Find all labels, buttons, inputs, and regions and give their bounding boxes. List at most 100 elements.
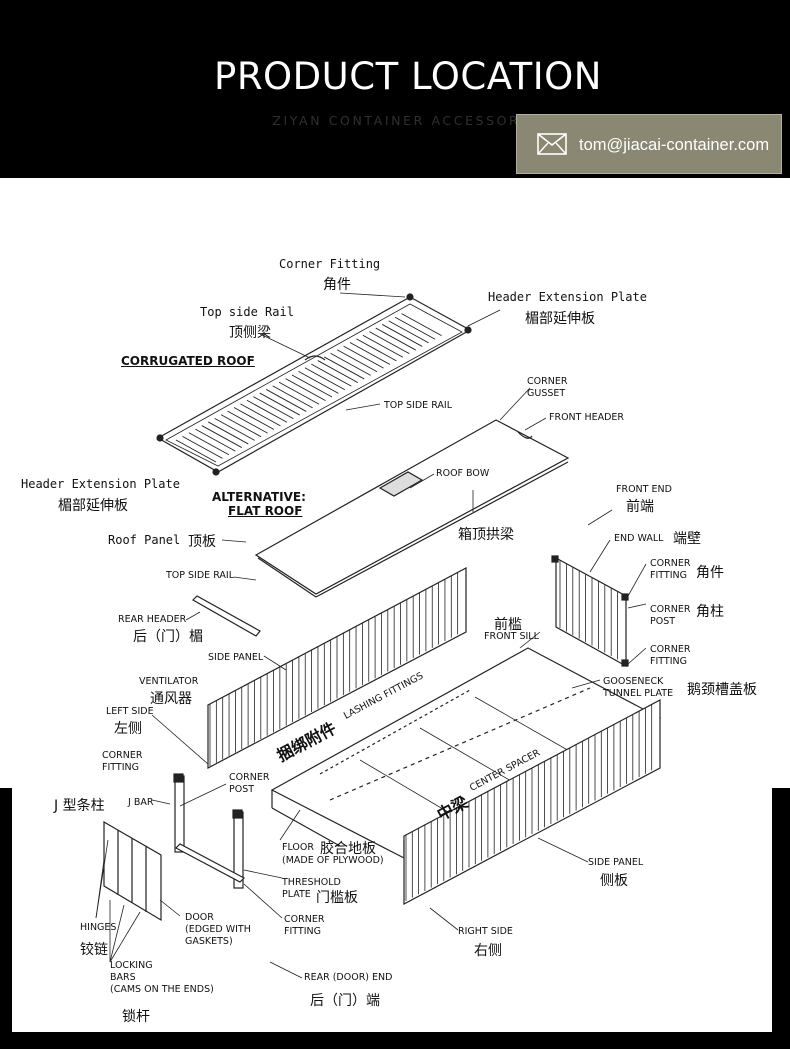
label-corner-fitting-top: Corner Fitting bbox=[279, 257, 381, 271]
drawing-stroke bbox=[401, 313, 442, 337]
label-header-extension-right: Header Extension Plate bbox=[488, 290, 647, 304]
label-rear-door-end-zh: 后（门）端 bbox=[310, 993, 380, 1009]
drawing-stroke bbox=[201, 425, 242, 448]
label-door: DOOR (EDGED WITH GASKETS) bbox=[185, 912, 251, 947]
email-address[interactable]: tom@jiacai-container.com bbox=[579, 136, 770, 154]
drawing-stroke bbox=[388, 320, 429, 344]
drawing-stroke bbox=[278, 381, 320, 405]
drawing-stroke bbox=[253, 396, 294, 420]
label-corner-gusset: CORNER GUSSET bbox=[527, 376, 568, 399]
drawing-stroke bbox=[233, 407, 275, 430]
rear-header-drawing bbox=[192, 595, 261, 637]
drawing-stroke bbox=[362, 334, 404, 358]
drawing-stroke bbox=[291, 374, 333, 398]
drawing-stroke bbox=[375, 327, 416, 351]
label-front-end: FRONT END bbox=[616, 484, 672, 495]
rear-frame-drawing bbox=[173, 773, 245, 889]
label-locking-bars-zh: 锁杆 bbox=[122, 1009, 150, 1025]
label-ventilator-zh: 通风器 bbox=[150, 691, 192, 707]
label-corner-post-left: CORNER POST bbox=[229, 772, 270, 795]
label-front-sill: FRONT SILL bbox=[484, 631, 539, 642]
label-corner-post-right: CORNER POST bbox=[650, 604, 691, 627]
drawing-stroke bbox=[298, 370, 339, 394]
drawing-stroke bbox=[272, 385, 313, 409]
left-side-panel-drawing bbox=[207, 567, 467, 769]
label-front-end-zh: 前端 bbox=[626, 499, 654, 515]
drawing-stroke bbox=[227, 410, 268, 434]
label-side-panel-right: SIDE PANEL bbox=[588, 857, 644, 868]
label-corner-fitting-bottom: CORNER FITTING bbox=[284, 914, 325, 937]
label-top-side-rail-a: Top side Rail bbox=[200, 305, 294, 319]
drawing-stroke bbox=[349, 342, 391, 365]
corrugated-roof-drawing bbox=[156, 293, 472, 476]
label-floor-plywood: (MADE OF PLYWOOD) bbox=[282, 855, 384, 866]
label-floor-zh: 胶合地板 bbox=[320, 841, 376, 857]
drawing-stroke bbox=[336, 349, 378, 373]
label-roof-panel: Roof Panel bbox=[108, 533, 181, 547]
page-title: PRODUCT LOCATION bbox=[214, 55, 602, 98]
drawing-stroke bbox=[175, 439, 217, 463]
label-corner-fitting-right-1: CORNER FITTING bbox=[650, 558, 691, 581]
label-corner-fitting-left: CORNER FITTING bbox=[102, 750, 143, 773]
label-threshold-plate-zh: 门槛板 bbox=[316, 890, 358, 906]
label-corner-fitting-top-zh: 角件 bbox=[323, 277, 351, 293]
label-left-side-zh: 左侧 bbox=[114, 721, 142, 737]
label-header-extension-left-zh: 楣部延伸板 bbox=[58, 498, 128, 514]
end-wall-drawing bbox=[551, 555, 629, 668]
mail-envelope-icon bbox=[537, 133, 567, 155]
drawing-stroke bbox=[240, 403, 281, 427]
drawing-stroke bbox=[304, 367, 346, 391]
label-side-panel-left: SIDE PANEL bbox=[208, 652, 264, 663]
drawing-stroke bbox=[246, 399, 288, 423]
drawing-stroke bbox=[195, 428, 236, 452]
label-corrugated-roof: CORRUGATED ROOF bbox=[121, 354, 255, 368]
drawing-stroke bbox=[188, 432, 230, 456]
label-end-wall: END WALL bbox=[614, 533, 664, 544]
label-roof-bow: ROOF BOW bbox=[436, 468, 490, 479]
label-hinges-zh: 铰链 bbox=[80, 942, 108, 958]
right-side-panel-drawing bbox=[403, 699, 661, 905]
label-front-header: FRONT HEADER bbox=[549, 412, 625, 423]
label-j-bar-zh: J 型条柱 bbox=[54, 798, 105, 814]
label-rear-header: REAR HEADER bbox=[118, 614, 187, 625]
flat-roof-drawing bbox=[254, 419, 570, 598]
label-end-wall-zh: 端壁 bbox=[673, 531, 701, 547]
label-rear-door-end: REAR (DOOR) END bbox=[304, 972, 393, 983]
drawing-stroke bbox=[343, 345, 384, 369]
label-top-side-rail-b: TOP SIDE RAIL bbox=[384, 400, 453, 411]
label-left-side: LEFT SIDE bbox=[106, 706, 154, 717]
label-hinges: HINGES bbox=[80, 922, 117, 933]
label-top-side-rail-a-zh: 顶侧梁 bbox=[229, 325, 271, 341]
drawing-stroke bbox=[208, 421, 249, 445]
label-threshold-plate: THRESHOLD PLATE bbox=[282, 877, 341, 900]
label-corner-fitting-right-2: CORNER FITTING bbox=[650, 644, 691, 667]
label-ventilator: VENTILATOR bbox=[139, 676, 199, 687]
door-drawing bbox=[103, 820, 162, 922]
label-corner-fitting-right-1-zh: 角件 bbox=[696, 565, 724, 581]
drawing-stroke bbox=[369, 331, 410, 355]
drawing-stroke bbox=[394, 316, 436, 340]
label-flat-roof: FLAT ROOF bbox=[228, 504, 303, 518]
label-header-extension-right-zh: 楣部延伸板 bbox=[525, 311, 595, 327]
label-roof-bow-zh: 箱顶拱梁 bbox=[458, 527, 514, 543]
drawing-stroke bbox=[311, 363, 352, 387]
label-top-side-rail-c: TOP SIDE RAIL bbox=[166, 570, 235, 581]
drawing-stroke bbox=[324, 356, 365, 380]
drawing-stroke bbox=[317, 360, 358, 383]
label-j-bar: J BAR bbox=[128, 797, 154, 808]
label-gooseneck-tunnel-plate: GOOSENECK TUNNEL PLATE bbox=[603, 676, 674, 699]
drawing-stroke bbox=[266, 389, 307, 412]
drawing-stroke bbox=[285, 378, 326, 402]
header-banner: PRODUCT LOCATION ZIYAN CONTAINER ACCESSO… bbox=[0, 0, 790, 178]
drawing-stroke bbox=[259, 392, 300, 416]
label-roof-panel-zh: 顶板 bbox=[188, 534, 216, 550]
email-contact-box[interactable]: tom@jiacai-container.com bbox=[516, 114, 782, 174]
label-side-panel-right-zh: 侧板 bbox=[600, 873, 628, 889]
label-locking-bars: LOCKING BARS (CAMS ON THE ENDS) bbox=[110, 960, 214, 995]
label-alternative: ALTERNATIVE: bbox=[212, 490, 306, 504]
label-front-sill-zh: 前槛 bbox=[494, 617, 522, 633]
page-subtitle: ZIYAN CONTAINER ACCESSORIES bbox=[272, 113, 548, 128]
drawing-stroke bbox=[382, 324, 423, 347]
label-header-extension-left: Header Extension Plate bbox=[21, 477, 180, 491]
